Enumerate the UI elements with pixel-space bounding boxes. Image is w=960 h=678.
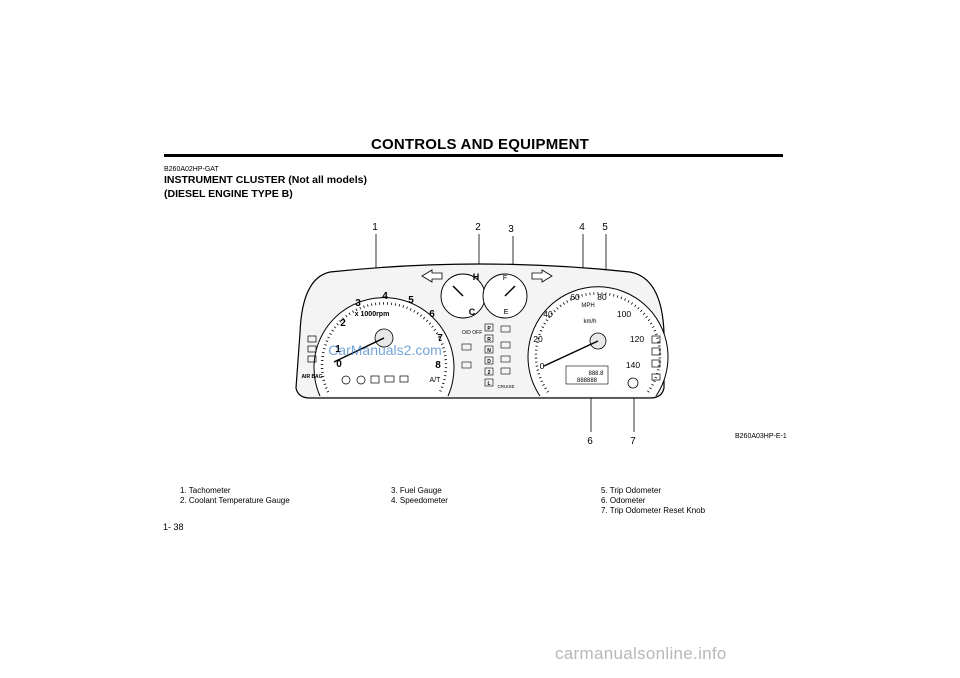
fan-icon — [500, 355, 511, 363]
callout-1: 1 — [372, 222, 378, 233]
title-rule — [164, 154, 783, 157]
oil-pressure-icon — [341, 375, 351, 385]
trunk-icon — [651, 373, 661, 381]
page-title: CONTROLS AND EQUIPMENT — [370, 136, 589, 153]
section-subheading: (DIESEL ENGINE TYPE B) — [164, 188, 293, 200]
speedometer-ticks — [534, 292, 662, 393]
trip-reset-knob — [627, 377, 639, 389]
callout-2: 2 — [475, 222, 481, 233]
fuel-empty-label: E — [504, 309, 509, 316]
legend-item: 3. Fuel Gauge — [391, 486, 442, 495]
gear-p: P — [487, 326, 491, 332]
od-off-lamp: O/D OFF — [462, 330, 482, 336]
site-footer: carmanualsonline.info — [555, 644, 727, 663]
speed-label: 20 — [533, 334, 543, 344]
tach-label: 7 — [437, 333, 443, 344]
glow-plug-icon — [399, 375, 409, 383]
speed-label: 60 — [570, 292, 580, 302]
legend-column-1: 1. Tachometer 2. Coolant Temperature Gau… — [180, 486, 290, 506]
callout-6: 6 — [587, 436, 593, 447]
odometer-window — [565, 365, 609, 385]
speed-label: 140 — [626, 360, 640, 370]
legend-item: 4. Speedometer — [391, 496, 448, 505]
instrument-cluster-figure: 1 2 3 4 5 6 7 0 1 2 3 4 5 6 7 8 x 1000rp… — [295, 222, 669, 447]
temp-cold-label: C — [469, 307, 476, 317]
tachometer-scale: 0 1 2 3 4 5 6 7 8 — [335, 291, 443, 371]
tach-label: 1 — [335, 344, 341, 355]
legend-item: 7. Trip Odometer Reset Knob — [601, 506, 706, 515]
gear-d: D — [487, 359, 491, 365]
tcs-icon — [500, 325, 511, 333]
tach-label: 4 — [382, 291, 388, 302]
at-indicator: A/T — [430, 377, 442, 384]
brake-icon — [370, 375, 380, 384]
tachometer-ticks — [320, 302, 448, 393]
fuel-needle — [504, 285, 516, 297]
legend-column-3: 5. Trip Odometer 6. Odometer 7. Trip Odo… — [601, 486, 705, 516]
door-icon — [307, 345, 317, 353]
right-turn-arrow-icon — [531, 269, 553, 283]
legend-item: 6. Odometer — [601, 496, 646, 505]
left-turn-arrow-icon — [421, 269, 443, 283]
figure-reference: B260A03HP-E-1 — [735, 433, 787, 440]
right-center-lamps — [500, 325, 511, 375]
tach-label: 6 — [429, 309, 435, 320]
seatbelt-icon — [307, 335, 317, 343]
gear-n: N — [487, 348, 491, 354]
low-fuel-icon — [651, 347, 661, 356]
engine-check-icon — [356, 375, 366, 385]
speed-label: 40 — [543, 309, 553, 319]
section-code: B260A02HP-GAT — [164, 166, 219, 173]
gear-indicators: P R N D 2 L — [484, 323, 494, 387]
engine-icon — [651, 359, 661, 368]
speedometer-scale: 0 20 40 60 80 100 120 140 — [533, 292, 644, 371]
airbag-lamp: AIR BAG — [301, 374, 322, 380]
legend-column-2: 3. Fuel Gauge 4. Speedometer — [391, 486, 448, 506]
legend-item: 1. Tachometer — [180, 486, 231, 495]
tachometer-needle — [333, 337, 385, 363]
check-icon — [500, 367, 511, 375]
warning-lamps-row — [341, 375, 409, 385]
speed-label: 80 — [597, 292, 607, 302]
abs-icon — [500, 341, 511, 349]
odometer-display: 888888 — [577, 378, 598, 384]
tach-label: 3 — [355, 298, 361, 309]
headlight-icon — [461, 343, 472, 351]
battery-icon — [384, 375, 395, 383]
trip-odometer-display: 888.8 — [588, 371, 604, 377]
gear-r: R — [487, 337, 491, 343]
callout-5: 5 — [602, 222, 608, 233]
mph-unit: MPH — [581, 303, 594, 309]
callout-4: 4 — [579, 222, 585, 233]
gear-2: 2 — [488, 370, 491, 376]
right-side-lamps — [651, 335, 661, 381]
tach-label: 2 — [340, 318, 346, 329]
center-indicator-panel: O/D OFF — [461, 330, 482, 369]
watermark: CarManuals2.com — [328, 342, 442, 358]
left-side-lamps — [307, 335, 317, 363]
temp-needle — [452, 285, 464, 297]
callout-3: 3 — [508, 224, 514, 235]
speed-label: 120 — [630, 334, 644, 344]
cruise-lamp: CRUISE — [497, 384, 514, 389]
gear-l: L — [487, 381, 490, 387]
temp-hot-label: H — [473, 272, 480, 282]
washer-icon — [307, 355, 317, 363]
tach-label: 5 — [408, 295, 414, 306]
legend-item: 5. Trip Odometer — [601, 486, 662, 495]
tach-label: 0 — [336, 359, 342, 370]
fog-lamp-icon — [461, 361, 472, 369]
high-beam-icon — [651, 335, 661, 344]
page-number: 1- 38 — [163, 522, 184, 532]
tachometer-unit: x 1000rpm — [355, 311, 390, 318]
speed-label: 0 — [540, 361, 545, 371]
tach-label: 8 — [435, 360, 441, 371]
kmh-unit: km/h — [583, 319, 596, 325]
legend-item: 2. Coolant Temperature Gauge — [180, 496, 290, 505]
callout-7: 7 — [630, 436, 636, 447]
section-heading: INSTRUMENT CLUSTER (Not all models) — [164, 174, 368, 186]
fuel-full-label: F — [503, 275, 507, 282]
speed-label: 100 — [617, 309, 631, 319]
speedometer-needle — [543, 340, 599, 367]
